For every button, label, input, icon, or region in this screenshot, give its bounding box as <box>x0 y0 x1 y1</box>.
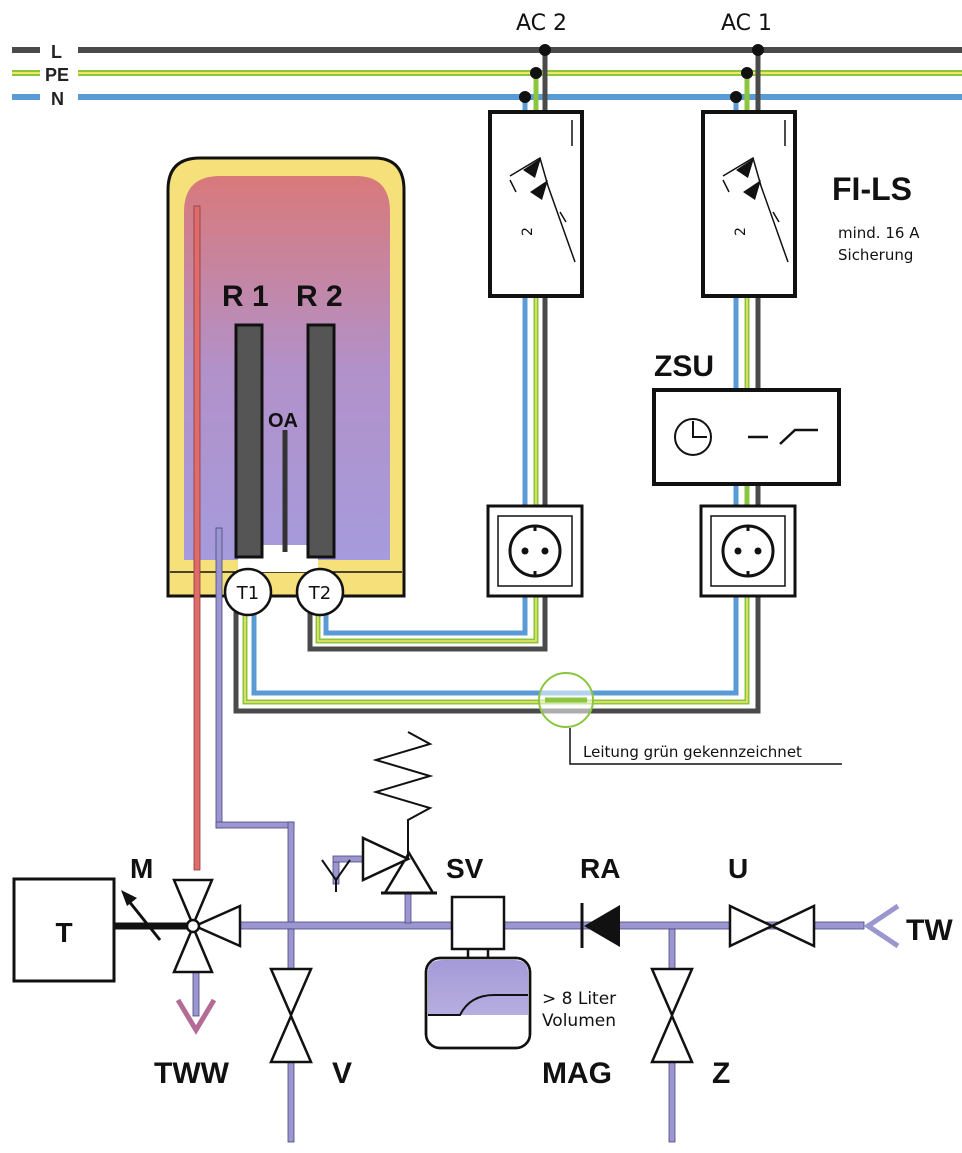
t1-label: T1 <box>236 583 259 604</box>
mag-note-line2: Volumen <box>542 1011 616 1031</box>
z-label: Z <box>712 1057 730 1090</box>
cable-note: Leitung grün gekennzeichnet <box>583 743 802 761</box>
ac1-wires <box>730 44 764 506</box>
r2-label: R 2 <box>296 280 343 313</box>
clock-icon <box>674 418 712 456</box>
ac2-wires <box>519 44 551 506</box>
oa-label: OA <box>268 410 298 432</box>
t2-label: T2 <box>308 583 331 604</box>
valve-u: U <box>728 853 816 948</box>
socket-ac1 <box>699 504 797 598</box>
tww-label: TWW <box>154 1057 230 1090</box>
breaker-ac2-pole: 2 <box>520 227 536 236</box>
cable-magnifier: Leitung grün gekennzeichnet <box>538 672 842 765</box>
sv-label: SV <box>446 853 484 884</box>
ac1-label: AC 1 <box>721 11 772 36</box>
v-label: V <box>332 1057 352 1090</box>
bus-lines: L PE N AC 2 AC 1 <box>12 11 962 109</box>
cable-ac1-t1 <box>233 596 761 714</box>
t-label: T <box>55 917 72 948</box>
zsu-timer: ZSU <box>652 350 841 486</box>
valve-z: Z <box>650 967 730 1090</box>
bus-label-n: N <box>51 89 64 109</box>
thermostat-t2 <box>295 567 345 617</box>
bus-label-l: L <box>51 42 62 62</box>
tw-label: TW <box>906 914 953 947</box>
thermostat-t1 <box>223 567 273 617</box>
mag-label: MAG <box>542 1057 612 1090</box>
ac2-label: AC 2 <box>516 11 567 36</box>
tw-inlet: TW <box>863 903 953 949</box>
fi-ls-note-line1: mind. 16 A <box>838 224 920 242</box>
ra-label: RA <box>580 853 620 884</box>
cable-ac2-t2 <box>307 596 548 652</box>
water-tank: R 1 R 2 OA T1 T2 <box>166 156 406 617</box>
fi-ls-note-line2: Sicherung <box>838 246 913 264</box>
temperature-controller: T <box>12 877 190 983</box>
socket-ac2 <box>486 504 584 598</box>
valve-v: V <box>269 967 352 1090</box>
r1-label: R 1 <box>222 280 269 313</box>
heater-rod-r2 <box>306 323 336 559</box>
expansion-vessel: > 8 Liter Volumen MAG <box>424 895 616 1090</box>
breaker-ac2: 2 <box>488 110 584 298</box>
safety-valve: SV <box>321 731 484 895</box>
fi-ls-label: FI-LS <box>832 171 912 207</box>
hot-water-pipe <box>193 205 201 871</box>
tww-outlet: TWW <box>154 998 230 1090</box>
mag-note-line1: > 8 Liter <box>542 989 616 1009</box>
u-label: U <box>728 853 748 884</box>
mixing-valve-m: M <box>130 853 242 974</box>
m-label: M <box>130 853 153 884</box>
bus-label-pe: PE <box>45 65 69 85</box>
breaker-ac1: 2 <box>701 110 797 298</box>
breaker-ac1-pole: 2 <box>733 227 749 236</box>
zsu-label: ZSU <box>654 350 714 383</box>
check-valve-ra: RA <box>580 853 620 948</box>
heater-rod-r1 <box>234 323 264 559</box>
